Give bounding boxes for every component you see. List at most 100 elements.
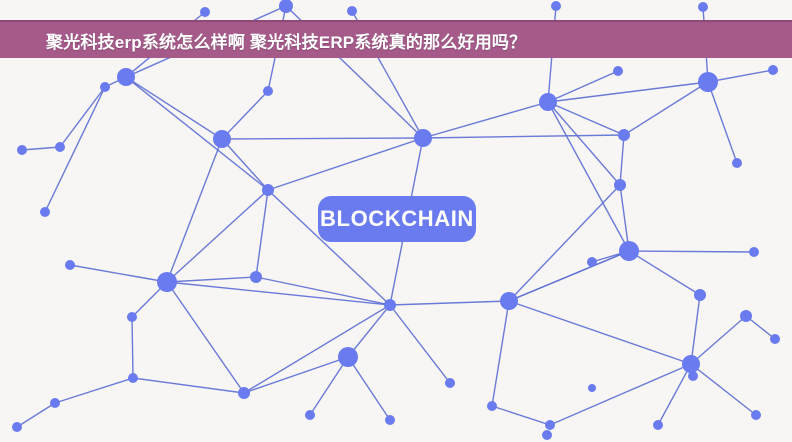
- network-link: [44, 86, 106, 213]
- network-link: [547, 70, 619, 103]
- network-node: [263, 86, 273, 96]
- network-link: [132, 377, 245, 394]
- network-link: [21, 146, 61, 151]
- network-node: [12, 422, 22, 432]
- network-node: [619, 241, 639, 261]
- network-link: [166, 189, 269, 283]
- network-link: [547, 81, 709, 103]
- title-banner: 聚光科技erp系统怎么样啊 聚光科技ERP系统真的那么好用吗？: [0, 20, 792, 58]
- network-link: [745, 315, 776, 340]
- network-node: [588, 384, 596, 392]
- network-link: [309, 356, 349, 416]
- network-node: [698, 2, 708, 12]
- network-node: [414, 129, 432, 147]
- network-link: [255, 189, 269, 278]
- network-link: [422, 101, 549, 139]
- network-link: [491, 405, 551, 426]
- network-link: [707, 81, 738, 164]
- network-link: [125, 76, 223, 140]
- network-node: [653, 420, 663, 430]
- network-nodes: [12, 0, 780, 440]
- blockchain-badge: BLOCKCHAIN: [318, 196, 476, 242]
- network-link: [389, 304, 451, 384]
- network-link: [508, 184, 621, 302]
- network-node: [17, 145, 27, 155]
- blockchain-badge-label: BLOCKCHAIN: [320, 206, 474, 231]
- network-node: [732, 158, 742, 168]
- network-link: [508, 300, 692, 365]
- network-link: [619, 134, 625, 186]
- network-link: [69, 264, 168, 283]
- network-node: [682, 355, 700, 373]
- network-link: [623, 81, 709, 136]
- network-node: [614, 179, 626, 191]
- network-node: [347, 6, 357, 16]
- network-node: [305, 410, 315, 420]
- network-node: [445, 378, 455, 388]
- network-link: [221, 90, 269, 140]
- network-link: [422, 134, 625, 139]
- network-link: [508, 250, 630, 302]
- network-node: [500, 292, 518, 310]
- network-node: [279, 0, 293, 13]
- network-node: [551, 1, 561, 11]
- network-link: [221, 138, 269, 191]
- network-link: [389, 300, 510, 306]
- network-node: [539, 93, 557, 111]
- network-link: [619, 184, 630, 252]
- network-link: [549, 363, 692, 426]
- network-node: [613, 66, 623, 76]
- network-node: [128, 373, 138, 383]
- network-node: [618, 129, 630, 141]
- network-node: [200, 7, 210, 17]
- network-node: [384, 299, 396, 311]
- network-node: [751, 410, 761, 420]
- network-node: [385, 415, 395, 425]
- network-node: [694, 289, 706, 301]
- network-link: [166, 281, 391, 306]
- network-node: [262, 184, 274, 196]
- network-link: [125, 76, 269, 191]
- network-node: [213, 130, 231, 148]
- network-link: [267, 137, 424, 191]
- network-link: [267, 189, 391, 306]
- network-node: [117, 68, 135, 86]
- network-node: [40, 207, 50, 217]
- network-node: [55, 142, 65, 152]
- network-link: [221, 137, 424, 140]
- network-node: [65, 260, 75, 270]
- network-link: [243, 356, 349, 394]
- network-link: [628, 250, 755, 253]
- network-link: [59, 86, 106, 148]
- network-link: [690, 363, 757, 416]
- network-link: [707, 69, 774, 83]
- network-link: [166, 138, 223, 283]
- network-link: [547, 101, 625, 136]
- network-link: [16, 402, 56, 428]
- network-node: [238, 387, 250, 399]
- network-link: [547, 101, 630, 252]
- network-node: [770, 334, 780, 344]
- network-node: [688, 371, 698, 381]
- network-link: [54, 377, 134, 404]
- network-node: [100, 82, 110, 92]
- network-node: [768, 65, 778, 75]
- network-node: [127, 312, 137, 322]
- page-title: 聚光科技erp系统怎么样啊 聚光科技ERP系统真的那么好用吗？: [46, 32, 527, 52]
- network-node: [157, 272, 177, 292]
- network-link: [347, 356, 391, 421]
- network-link: [690, 294, 701, 365]
- network-node: [50, 398, 60, 408]
- network-link: [166, 281, 245, 394]
- network-link: [131, 316, 134, 379]
- network-node: [749, 247, 759, 257]
- network-link: [347, 304, 391, 358]
- network-node: [698, 72, 718, 92]
- network-node: [338, 347, 358, 367]
- network-link: [243, 304, 391, 394]
- network-node: [545, 420, 555, 430]
- network-link: [491, 300, 510, 407]
- network-link: [166, 276, 257, 283]
- network-link: [628, 250, 701, 296]
